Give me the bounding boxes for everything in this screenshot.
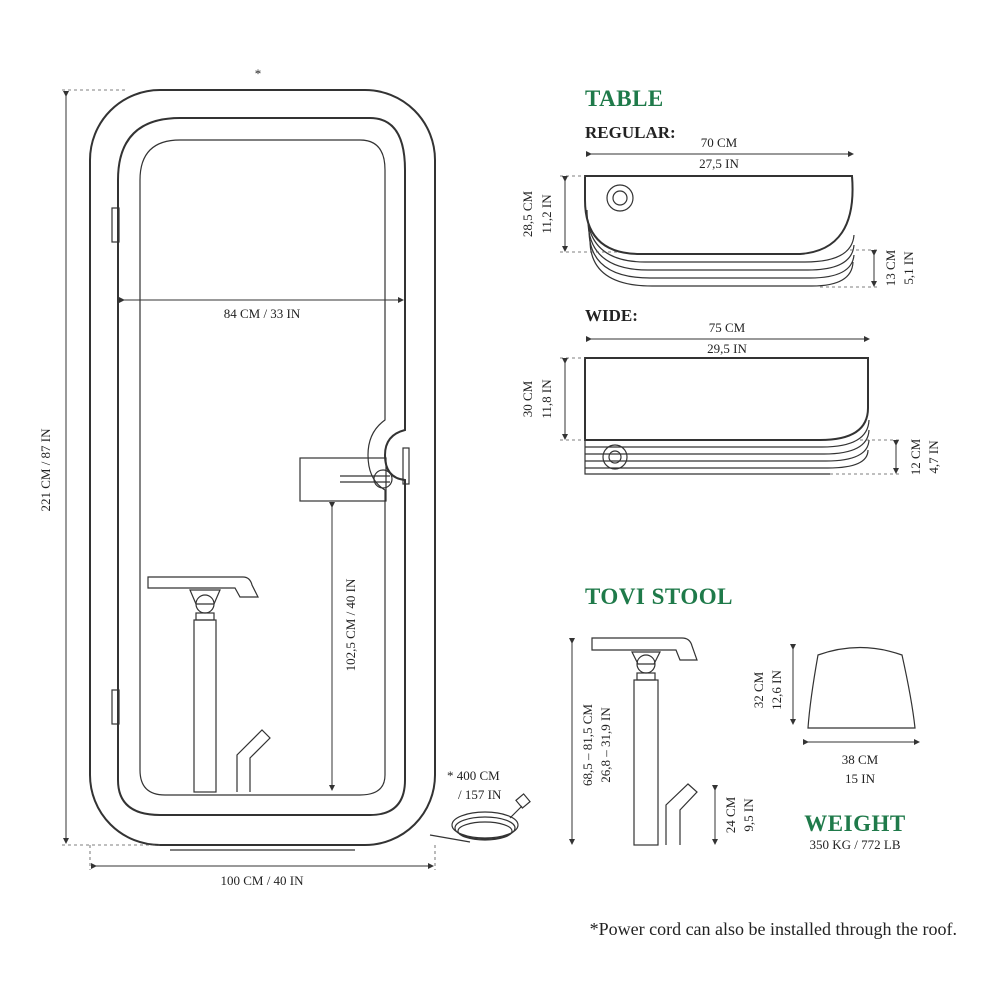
table-heading: TABLE (585, 86, 664, 111)
booth-drawing: * * 400 CM / 157 IN (38, 66, 531, 888)
wide-depth-in: 11,8 IN (539, 379, 554, 419)
stool-seat (591, 637, 698, 661)
power-outlet-icon (373, 469, 393, 489)
stool-seat-top-view (807, 646, 916, 729)
regular-thick-in: 5,1 IN (901, 251, 916, 285)
booth-outer-shell (89, 89, 436, 846)
table-section: TABLE REGULAR: 70 CM 27,5 IN 28,5 CM 11,… (520, 86, 941, 475)
wide-width-in: 29,5 IN (707, 341, 747, 356)
foot-height-cm: 24 CM (723, 796, 738, 833)
foot-height-in: 9,5 IN (741, 798, 756, 832)
wide-depth-cm: 30 CM (520, 380, 535, 417)
seat-width-in: 15 IN (845, 771, 876, 786)
regular-width-cm: 70 CM (701, 135, 738, 150)
stool-height-in: 26,8 – 31,9 IN (598, 707, 613, 783)
booth-height-label: 221 CM / 87 IN (38, 428, 53, 512)
stool-footrest (665, 783, 698, 845)
wide-outlet-icon (602, 444, 628, 470)
stool-height-cm: 68,5 – 81,5 CM (580, 704, 595, 786)
wide-width-cm: 75 CM (709, 320, 746, 335)
wide-table-top (584, 357, 869, 441)
hinge-bottom-icon (111, 689, 120, 725)
regular-depth-in: 11,2 IN (539, 194, 554, 234)
seat-depth-in: 12,6 IN (769, 670, 784, 710)
regular-outlet-icon (606, 184, 634, 212)
seat-width-cm: 38 CM (842, 752, 879, 767)
stool-heading: TOVI STOOL (585, 584, 733, 609)
booth-footrest (236, 729, 271, 792)
plug-icon (515, 793, 531, 809)
footnote: *Power cord can also be installed throug… (590, 919, 957, 939)
cord-length-cm: * 400 CM (447, 768, 500, 783)
weight-section: WEIGHT 350 KG / 772 LB (804, 811, 905, 852)
seat-depth-cm: 32 CM (751, 671, 766, 708)
weight-value: 350 KG / 772 LB (810, 837, 901, 852)
table-regular-label: REGULAR: (585, 123, 676, 142)
weight-heading: WEIGHT (804, 811, 905, 836)
booth-inner-width-label: 84 CM / 33 IN (224, 306, 301, 321)
door-handle-icon (402, 447, 410, 485)
booth-table-height-label: 102,5 CM / 40 IN (343, 578, 358, 671)
wide-thick-in: 4,7 IN (926, 440, 941, 474)
regular-table-top (584, 175, 854, 255)
booth-stool-pole (193, 619, 217, 793)
regular-thick-cm: 13 CM (883, 249, 898, 286)
booth-door-frame (117, 117, 406, 816)
regular-depth-cm: 28,5 CM (520, 190, 535, 237)
booth-width-label: 100 CM / 40 IN (220, 873, 304, 888)
table-wide-label: WIDE: (585, 306, 638, 325)
hinge-top-icon (111, 207, 120, 243)
booth-stool-seat (147, 576, 259, 598)
booth-glass-panel (139, 139, 386, 796)
wide-thick-cm: 12 CM (908, 438, 923, 475)
cord-length-in: / 157 IN (458, 787, 502, 802)
booth-table (299, 457, 387, 502)
stool-pole (633, 679, 659, 846)
booth-asterisk: * (255, 66, 262, 81)
regular-width-in: 27,5 IN (699, 156, 739, 171)
stool-section: TOVI STOOL 68,5 – 81,5 CM 26,8 – 31,9 IN… (569, 584, 920, 846)
power-cord-coil (451, 811, 519, 839)
